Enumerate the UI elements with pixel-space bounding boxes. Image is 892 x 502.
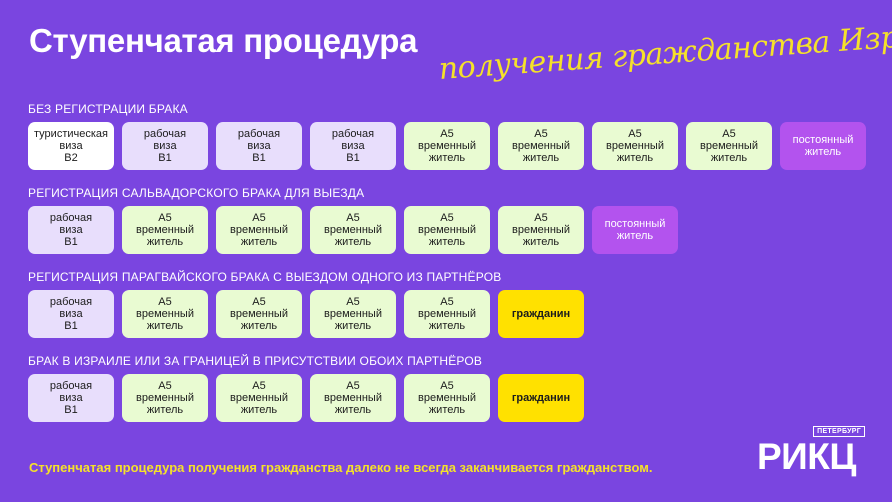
section-israel-marriage: БРАК В ИЗРАИЛЕ ИЛИ ЗА ГРАНИЦЕЙ В ПРИСУТС… bbox=[28, 354, 888, 422]
step-visa-work: рабочая виза B1 bbox=[310, 122, 396, 170]
step-temp: A5 временный житель bbox=[310, 206, 396, 254]
page-title: Ступенчатая процедура bbox=[29, 22, 418, 59]
step-temp: A5 временный житель bbox=[216, 206, 302, 254]
step-temp: A5 временный житель bbox=[122, 206, 208, 254]
step-visa-work: рабочая виза B1 bbox=[216, 122, 302, 170]
section-no-marriage: БЕЗ РЕГИСТРАЦИИ БРАКА туристическая виза… bbox=[28, 102, 888, 170]
step-temp: A5 временный житель bbox=[686, 122, 772, 170]
step-temp: A5 временный житель bbox=[216, 374, 302, 422]
step-temp: A5 временный житель bbox=[404, 206, 490, 254]
logo-city: ПЕТЕРБУРГ bbox=[813, 426, 865, 437]
step-temp: A5 временный житель bbox=[498, 206, 584, 254]
step-temp: A5 временный житель bbox=[404, 374, 490, 422]
step-temp: A5 временный житель bbox=[592, 122, 678, 170]
step-temp: A5 временный житель bbox=[404, 122, 490, 170]
step-perm: постоянный житель bbox=[780, 122, 866, 170]
step-visa-work: рабочая виза B1 bbox=[122, 122, 208, 170]
section-label: БЕЗ РЕГИСТРАЦИИ БРАКА bbox=[28, 102, 188, 116]
rikc-logo: ПЕТЕРБУРГ РИКЦ bbox=[757, 426, 865, 477]
step-temp: A5 временный житель bbox=[216, 290, 302, 338]
step-temp: A5 временный житель bbox=[310, 290, 396, 338]
step-visa-work: рабочая виза B1 bbox=[28, 290, 114, 338]
step-citizen: гражданин bbox=[498, 290, 584, 338]
step-perm: постоянный житель bbox=[592, 206, 678, 254]
step-temp: A5 временный житель bbox=[404, 290, 490, 338]
logo-wordmark: РИКЦ bbox=[757, 436, 856, 477]
section-label: РЕГИСТРАЦИЯ ПАРАГВАЙСКОГО БРАКА С ВЫЕЗДО… bbox=[28, 270, 502, 284]
section-label: БРАК В ИЗРАИЛЕ ИЛИ ЗА ГРАНИЦЕЙ В ПРИСУТС… bbox=[28, 354, 483, 368]
section-paraguay-marriage: РЕГИСТРАЦИЯ ПАРАГВАЙСКОГО БРАКА С ВЫЕЗДО… bbox=[28, 270, 888, 338]
step-citizen: гражданин bbox=[498, 374, 584, 422]
step-visa-work: рабочая виза B1 bbox=[28, 374, 114, 422]
step-temp: A5 временный житель bbox=[122, 290, 208, 338]
step-visa-tourist: туристическая виза B2 bbox=[28, 122, 114, 170]
step-temp: A5 временный житель bbox=[122, 374, 208, 422]
section-salvador-marriage: РЕГИСТРАЦИЯ САЛЬВАДОРСКОГО БРАКА ДЛЯ ВЫЕ… bbox=[28, 186, 888, 254]
step-visa-work: рабочая виза B1 bbox=[28, 206, 114, 254]
section-label: РЕГИСТРАЦИЯ САЛЬВАДОРСКОГО БРАКА ДЛЯ ВЫЕ… bbox=[28, 186, 365, 200]
step-temp: A5 временный житель bbox=[310, 374, 396, 422]
step-temp: A5 временный житель bbox=[498, 122, 584, 170]
page-subtitle: получения гражданства Израиля bbox=[437, 14, 892, 87]
footer-note: Ступенчатая процедура получения гражданс… bbox=[29, 460, 653, 475]
